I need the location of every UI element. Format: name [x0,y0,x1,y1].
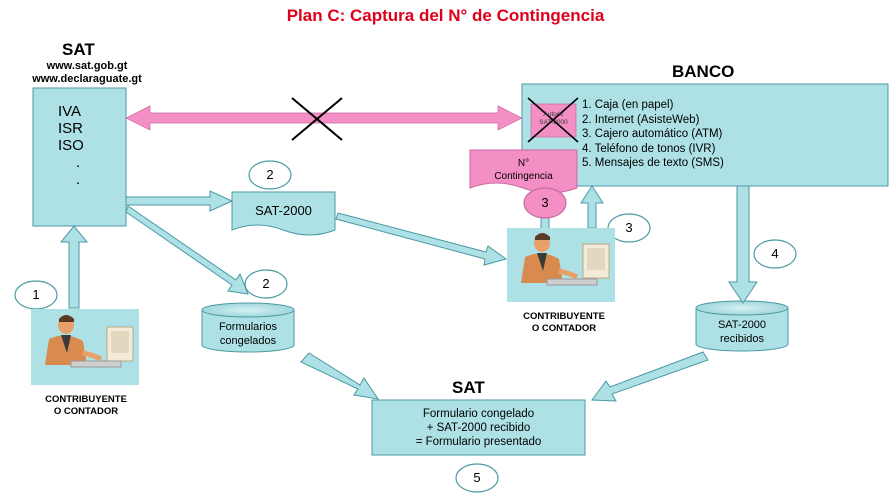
cross-mark-line-b [291,97,343,141]
banco-channel: 5. Mensajes de texto (SMS) [582,157,724,169]
formularios-label: Formularios congelados [218,321,278,347]
step-circle-4 [753,239,797,269]
tax-item: . [76,154,81,171]
contribuyente-caption-left: CONTRIBUYENTE O CONTADOR [45,394,127,417]
sat-url-2: www.declaraguate.gt [32,73,142,85]
step-number-4: 4 [771,246,779,261]
formularios-cylinder [201,302,295,353]
sat-bottom-text: Formulario congelado + SAT-2000 recibido… [415,408,542,448]
arrow-banco-to-recibidos [728,185,758,304]
banco-channel-list: 1. Caja (en papel) 2. Internet (AsisteWe… [582,98,724,171]
contribuyente-clipart-left [31,309,139,385]
banco-heading: BANCO [672,62,735,81]
sat-bottom-heading: SAT [452,378,485,397]
step-circle-5 [455,463,499,493]
banco-channel: 4. Teléfono de tonos (IVR) [582,142,716,155]
arrow-recibidos-to-sat [591,351,709,402]
tax-item: IVA [58,103,82,120]
step-number-2a: 2 [266,167,274,182]
sat-left-heading: SAT [62,40,95,59]
arrow-sat-to-formularios [125,205,249,295]
contingencia-label: N° Contingencia [494,158,553,182]
stamp-cross-b [527,97,579,143]
tax-list: IVA ISR ISO . . [58,103,84,188]
person-at-computer-icon [521,233,610,286]
tax-item: ISO [58,137,84,154]
page-title: Plan C: Captura del N° de Contingencia [286,6,605,25]
recibidos-label: SAT-2000 recibidos [717,319,767,345]
sat-url-1: www.sat.gob.gt [46,60,128,72]
pink-double-arrow [125,105,523,131]
contribuyente-clipart-center [507,228,615,302]
banco-channel: 1. Caja (en papel) [582,99,674,111]
step-circle-2a [248,160,292,190]
tax-item: ISR [58,120,84,137]
contribuyente-caption-center: CONTRIBUYENTE O CONTADOR [523,311,605,334]
step-number-5: 5 [473,470,481,485]
arrow-sat2000-to-person [335,212,508,266]
crossed-stamp-text: Autoriz SAT-2000 [539,111,568,126]
arrow-formularios-to-sat [300,352,380,400]
arrow-sat-to-sat2000 [125,190,234,212]
banco-channel: 2. Internet (AsisteWeb) [582,113,700,126]
sat2000-document [231,191,336,236]
step-number-3a: 3 [625,220,633,235]
step-number-3b: 3 [541,195,549,210]
banco-box [521,83,889,187]
sat2000-label: SAT-2000 [255,203,312,218]
step-circle-2b [244,269,288,299]
step-circle-3b [523,187,567,219]
step-number-1: 1 [32,287,40,302]
tax-item: . [76,171,81,188]
sat-left-box [32,87,127,227]
banco-channel: 3. Cajero automático (ATM) [582,128,723,140]
contingencia-document [469,149,578,194]
sat-bottom-box [371,399,586,456]
arrow-person-to-sat [59,225,89,309]
recibidos-cylinder [695,300,789,352]
step-number-2b: 2 [262,276,270,291]
person-at-computer-icon [45,315,134,368]
arrow-banco-to-person [580,185,604,229]
